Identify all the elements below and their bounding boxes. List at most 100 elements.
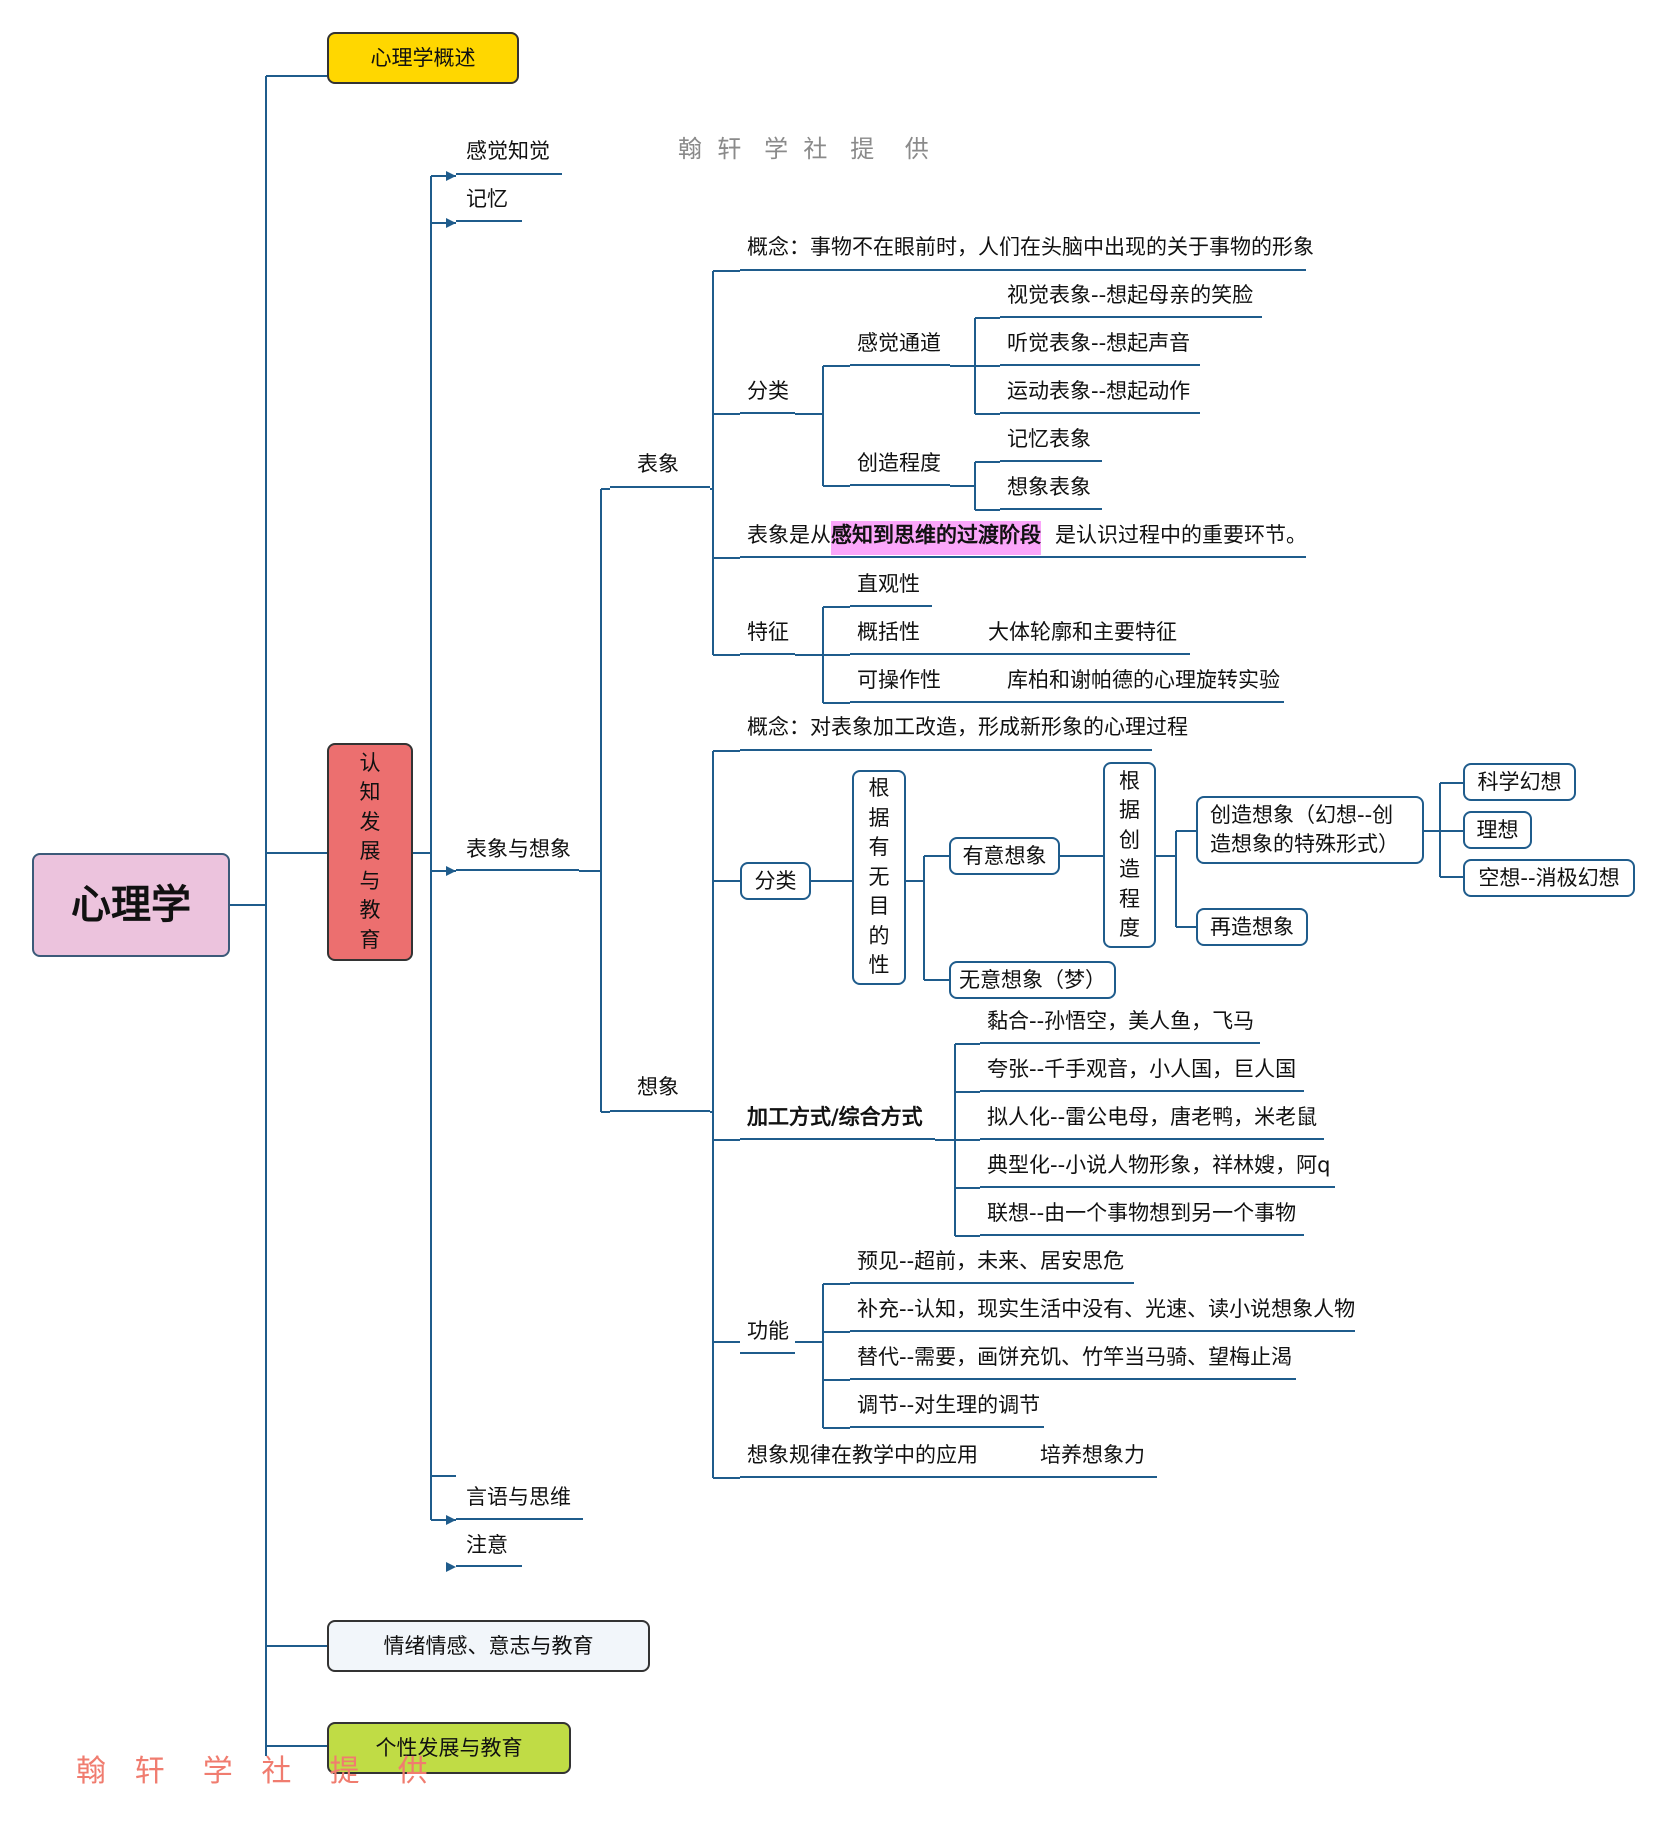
processing-agglutination: 黏合--孙悟空，美人鱼，飞马 xyxy=(987,1009,1255,1033)
feature-generality-detail: 大体轮廓和主要特征 xyxy=(988,620,1177,644)
underline xyxy=(610,486,710,488)
transition-prefix: 表象是从 xyxy=(747,523,831,547)
underline xyxy=(740,556,1306,558)
transition-highlight: 感知到思维的过渡阶段 xyxy=(831,521,1041,555)
visual-imagery: 视觉表象--想起母亲的笑脸 xyxy=(1007,283,1254,307)
underline xyxy=(456,1565,522,1567)
fantasy-daydream[interactable]: 空想--消极幻想 xyxy=(1463,859,1635,897)
underline xyxy=(980,1234,1304,1236)
imagination-classification[interactable]: 分类 xyxy=(740,862,811,900)
underline xyxy=(610,1110,710,1112)
imagery-transition: 表象是从感知到思维的过渡阶段是认识过程中的重要环节。 xyxy=(747,521,1307,555)
unintentional-label: 无意想象（梦） xyxy=(959,968,1106,992)
node-memory[interactable]: 记忆 xyxy=(466,187,508,211)
reproductive-label: 再造想象 xyxy=(1210,915,1294,939)
processing-typification: 典型化--小说人物形象，祥林嫂，阿q xyxy=(987,1153,1331,1177)
function-supplement: 补充--认知，现实生活中没有、光速、读小说想象人物 xyxy=(857,1297,1356,1321)
branch-emotion[interactable]: 情绪情感、意志与教育 xyxy=(327,1620,650,1672)
feature-operability: 可操作性 xyxy=(857,668,941,692)
transition-suffix: 是认识过程中的重要环节。 xyxy=(1055,523,1307,547)
function-substitute: 替代--需要，画饼充饥、竹竿当马骑、望梅止渴 xyxy=(857,1345,1293,1369)
teaching-detail: 培养想象力 xyxy=(1040,1443,1145,1467)
fantasy-daydream-label: 空想--消极幻想 xyxy=(1478,866,1620,890)
underline xyxy=(1000,412,1200,414)
creative-imagination[interactable]: 创造想象（幻想--创造想象的特殊形式） xyxy=(1196,796,1424,864)
underline xyxy=(740,412,795,414)
underline xyxy=(1000,316,1262,318)
underline xyxy=(740,1138,935,1140)
root-node[interactable]: 心理学 xyxy=(32,853,230,957)
branch-overview[interactable]: 心理学概述 xyxy=(327,32,519,84)
processing-methods[interactable]: 加工方式/综合方式 xyxy=(747,1105,923,1129)
feature-operability-detail: 库柏和谢帕德的心理旋转实验 xyxy=(1007,668,1280,692)
underline xyxy=(980,1138,1324,1140)
node-imagery[interactable]: 表象 xyxy=(637,452,679,476)
intentional-label: 有意想象 xyxy=(962,844,1047,868)
motor-imagery: 运动表象--想起动作 xyxy=(1007,379,1191,403)
basis-purpose[interactable]: 根据有无目的性 xyxy=(852,770,906,985)
imagination-functions[interactable]: 功能 xyxy=(747,1319,789,1343)
underline xyxy=(850,1330,1355,1332)
underline xyxy=(740,269,1306,271)
imagery-concept: 概念：事物不在眼前时，人们在头脑中出现的关于事物的形象 xyxy=(747,235,1314,259)
creation-degree[interactable]: 创造程度 xyxy=(857,451,941,475)
underline xyxy=(850,1282,1134,1284)
branch-personality-label: 个性发展与教育 xyxy=(375,1736,523,1760)
underline xyxy=(850,701,1284,703)
node-language-thinking[interactable]: 言语与思维 xyxy=(466,1485,571,1509)
underline xyxy=(850,364,950,366)
underline xyxy=(980,1186,1335,1188)
auditory-imagery: 听觉表象--想起声音 xyxy=(1007,331,1191,355)
feature-intuitive: 直观性 xyxy=(857,572,920,596)
imagined-imagery: 想象表象 xyxy=(1007,475,1091,499)
basis-creation-label: 根据创造程度 xyxy=(1119,768,1140,941)
underline xyxy=(850,605,932,607)
underline xyxy=(1000,460,1102,462)
basis-creation[interactable]: 根据创造程度 xyxy=(1103,762,1156,948)
node-attention[interactable]: 注意 xyxy=(466,1533,508,1557)
underline xyxy=(456,220,522,222)
sensory-channel[interactable]: 感觉通道 xyxy=(857,331,941,355)
root-label: 心理学 xyxy=(71,882,191,928)
imagery-classification[interactable]: 分类 xyxy=(747,379,789,403)
fantasy-science[interactable]: 科学幻想 xyxy=(1463,763,1576,801)
underline xyxy=(850,1378,1296,1380)
function-regulation: 调节--对生理的调节 xyxy=(857,1393,1041,1417)
processing-personification: 拟人化--雷公电母，唐老鸭，米老鼠 xyxy=(987,1105,1318,1129)
processing-association: 联想--由一个事物想到另一个事物 xyxy=(987,1201,1297,1225)
underline xyxy=(980,1042,1260,1044)
branch-cognitive[interactable]: 认知发展与教育 xyxy=(327,743,413,961)
creative-label: 创造想象（幻想--创造想象的特殊形式） xyxy=(1210,803,1399,856)
node-perception[interactable]: 感觉知觉 xyxy=(466,139,550,163)
reproductive-imagination[interactable]: 再造想象 xyxy=(1196,908,1308,946)
underline xyxy=(850,653,1190,655)
underline xyxy=(740,653,795,655)
imagery-features[interactable]: 特征 xyxy=(747,620,789,644)
underline xyxy=(740,1352,795,1354)
intentional-imagination[interactable]: 有意想象 xyxy=(949,837,1060,875)
fantasy-science-label: 科学幻想 xyxy=(1477,770,1562,794)
underline xyxy=(850,1426,1044,1428)
imagination-concept: 概念：对表象加工改造，形成新形象的心理过程 xyxy=(747,715,1188,739)
processing-exaggeration: 夸张--千手观音，小人国，巨人国 xyxy=(987,1057,1297,1081)
teaching-application: 想象规律在教学中的应用 xyxy=(747,1443,978,1467)
branch-personality[interactable]: 个性发展与教育 xyxy=(327,1722,571,1774)
imagination-classification-label: 分类 xyxy=(754,869,797,893)
underline xyxy=(740,1476,1157,1478)
underline xyxy=(456,869,579,871)
function-foresight: 预见--超前，未来、居安思危 xyxy=(857,1249,1125,1273)
fantasy-ideal[interactable]: 理想 xyxy=(1463,811,1532,849)
underline xyxy=(1000,508,1102,510)
memory-imagery: 记忆表象 xyxy=(1007,427,1091,451)
branch-emotion-label: 情绪情感、意志与教育 xyxy=(383,1634,594,1658)
node-imagination[interactable]: 想象 xyxy=(637,1075,679,1099)
underline xyxy=(980,1090,1304,1092)
node-imagery-imagination[interactable]: 表象与想象 xyxy=(466,837,571,861)
underline xyxy=(850,484,950,486)
basis-purpose-label: 根据有无目的性 xyxy=(868,776,890,978)
feature-generality: 概括性 xyxy=(857,620,920,644)
fantasy-ideal-label: 理想 xyxy=(1476,818,1519,842)
unintentional-imagination[interactable]: 无意想象（梦） xyxy=(949,961,1116,999)
